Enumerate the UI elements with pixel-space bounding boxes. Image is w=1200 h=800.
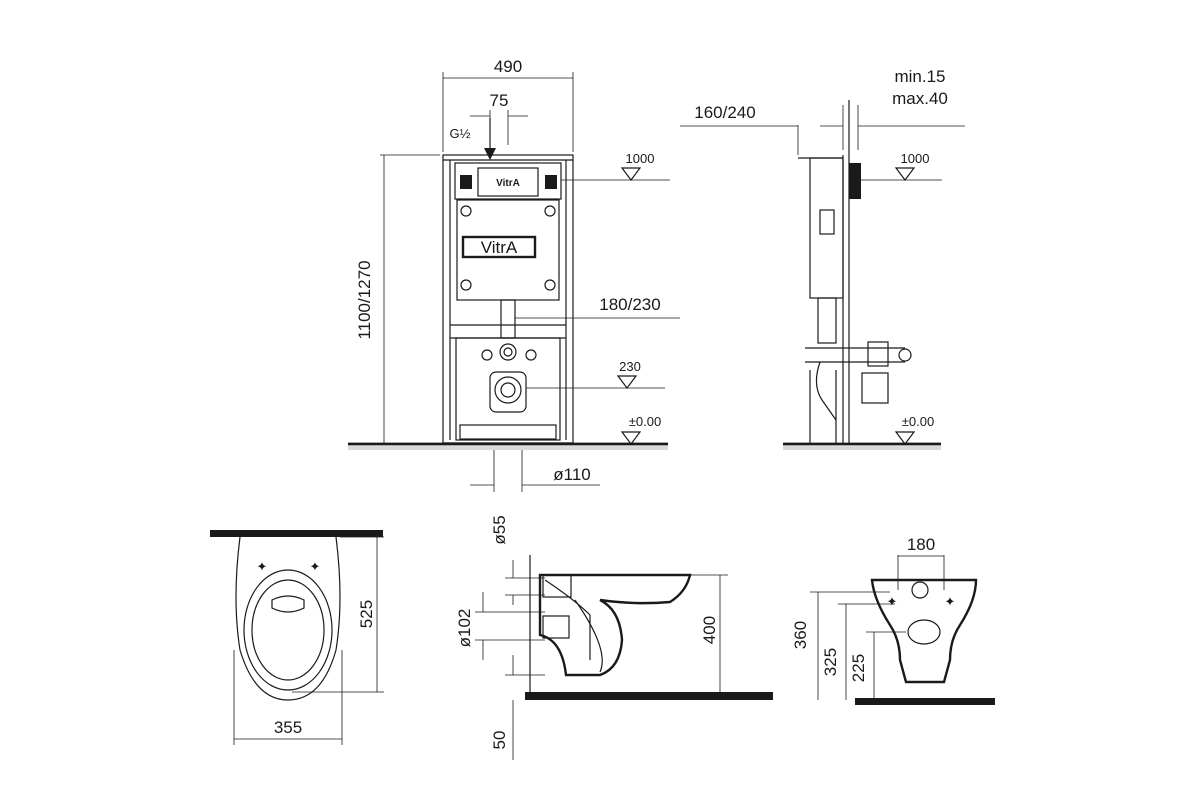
side-drain-bend (815, 361, 837, 421)
brand-plate-text: VitrA (481, 238, 518, 257)
bowl-inlet-diameter-label: ø55 (490, 515, 509, 544)
flush-pipe (500, 299, 516, 339)
wall-min-label: min.15 (894, 67, 945, 86)
brand-top: VitrA (496, 178, 520, 189)
bowl-side-floor (525, 692, 773, 700)
bowl-bottom-offset-label: 50 (490, 731, 509, 750)
seat-outline (243, 569, 333, 691)
bowl-height-label: 400 (700, 616, 719, 644)
lower-bracket (455, 337, 561, 441)
top-view: ✦ ✦ 525 355 (210, 530, 384, 745)
drain-connector (489, 371, 527, 413)
floor-level-label: ±0.00 (629, 414, 661, 429)
bowl-back-view: ✦ ✦ 180 360 325 225 (791, 535, 995, 705)
side-view: 160/240 min.15 max.40 1000 ±0.00 (680, 67, 965, 450)
back-view-floor (855, 698, 995, 705)
back-width-label: 180 (907, 535, 935, 554)
back-outlet (907, 619, 941, 645)
back-height-label: 360 (791, 621, 810, 649)
bowl-outlet-diameter-label: ø102 (455, 609, 474, 648)
back-outlet-height-label: 225 (849, 654, 868, 682)
bowl-length-label: 525 (357, 600, 376, 628)
frame-outline (442, 154, 574, 444)
back-star-left: ✦ (887, 594, 898, 609)
tank-level-label: 1000 (626, 151, 655, 166)
bowl-side-view: ø55 ø102 400 50 (455, 515, 773, 760)
side-cistern (809, 157, 844, 299)
bowl-outline (235, 536, 341, 701)
flush-button-side (849, 163, 861, 199)
width-label: 490 (494, 57, 522, 76)
flush-plate-top (477, 167, 539, 197)
bowl-back-profile (870, 578, 978, 684)
back-fixing-height-label: 325 (821, 648, 840, 676)
outlet-height-label: 180/230 (599, 295, 660, 314)
side-floor-level-label: ±0.00 (902, 414, 934, 429)
side-outlet (861, 372, 889, 404)
drain-height-label: 230 (619, 359, 641, 374)
wall-max-label: max.40 (892, 89, 948, 108)
depth-label: 160/240 (694, 103, 755, 122)
back-star-right: ✦ (945, 594, 956, 609)
cistern-top (454, 162, 562, 200)
inlet-offset-label: 75 (490, 91, 509, 110)
side-connector (867, 341, 889, 367)
brand-plate (461, 235, 537, 259)
drain-diameter-label: ø110 (553, 465, 591, 484)
fixing-star-right: ✦ (310, 559, 321, 574)
inlet-thread-label: G½ (450, 126, 471, 141)
height-label: 1100/1270 (355, 260, 374, 339)
top-view-wall (210, 530, 383, 537)
side-tank-level-label: 1000 (901, 151, 930, 166)
fixing-star-left: ✦ (257, 559, 268, 574)
bowl-side-profile (538, 573, 692, 677)
bowl-width-label: 355 (274, 718, 302, 737)
front-view: VitrA VitrA 490 (348, 57, 680, 492)
